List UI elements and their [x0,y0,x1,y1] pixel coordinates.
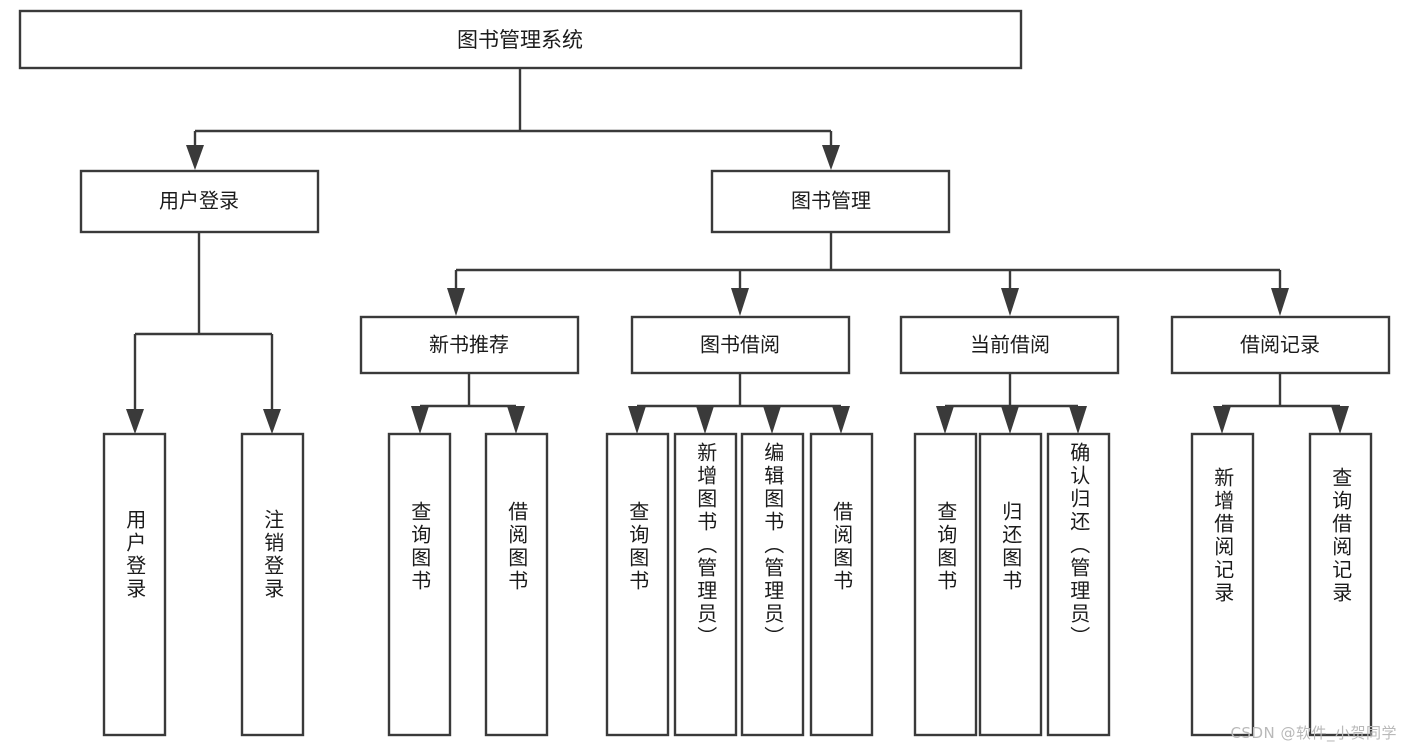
node-book-manage[interactable]: 图书管理 [710,169,951,234]
node-root-box[interactable] [18,9,1023,70]
leaf-add-book-box[interactable] [673,432,738,737]
node-user-login[interactable]: 用户登录 [79,169,320,234]
node-borrow-record[interactable]: 借阅记录 [1170,315,1391,375]
arrowhead-book-borrow [731,288,749,316]
leaf-return-book-box[interactable] [978,432,1043,737]
node-root-label: 图书管理系统 [457,28,583,52]
node-user-login-box[interactable] [79,169,320,234]
leaf-query-book-3-box[interactable] [913,432,978,737]
leaf-query-record-box[interactable] [1308,432,1373,737]
node-book-manage-label: 图书管理 [791,189,871,213]
arrowhead-current-borrow [1001,288,1019,316]
node-borrow-record-label: 借阅记录 [1240,333,1320,357]
arrowhead-leaf-query-book-2 [628,406,646,434]
leaf-boxes [102,432,1373,737]
node-borrow-record-box[interactable] [1170,315,1391,375]
leaf-edit-book-box[interactable] [740,432,805,737]
node-book-manage-box[interactable] [710,169,951,234]
arrowhead-leaf-query-book-3 [936,406,954,434]
leaf-confirm-return-box[interactable] [1046,432,1111,737]
node-new-book-recommend[interactable]: 新书推荐 [359,315,580,375]
arrowhead-borrow-record [1271,288,1289,316]
csdn-watermark: CSDN @软件_小贺同学 [1230,724,1397,742]
arrowhead-book-manage [822,145,840,170]
connectors [126,68,1349,434]
arrowhead-leaf-query-record [1331,406,1349,434]
leaf-user-login-box[interactable] [102,432,167,737]
arrowhead-leaf-return-book [1001,406,1019,434]
node-book-borrow-label: 图书借阅 [700,333,780,357]
arrowhead-leaf-user-login [126,409,144,434]
node-current-borrow[interactable]: 当前借阅 [899,315,1120,375]
node-new-book-recommend-label: 新书推荐 [429,333,509,357]
node-current-borrow-box[interactable] [899,315,1120,375]
arrowhead-leaf-add-record [1213,406,1231,434]
arrowhead-leaf-user-logout [263,409,281,434]
arrowhead-leaf-query-book-1 [411,406,429,434]
arrowhead-leaf-borrow-book-2 [832,406,850,434]
leaf-borrow-book-1-box[interactable] [484,432,549,737]
arrowhead-leaf-edit-book [763,406,781,434]
arrowhead-leaf-add-book [696,406,714,434]
node-user-login-label: 用户登录 [159,189,239,213]
arrowhead-new-book-recommend [447,288,465,316]
leaf-query-book-2-box[interactable] [605,432,670,737]
arrowhead-leaf-borrow-book-1 [507,406,525,434]
node-root[interactable]: 图书管理系统 [18,9,1023,70]
leaf-user-logout-box[interactable] [240,432,305,737]
node-current-borrow-label: 当前借阅 [970,333,1050,357]
node-book-borrow[interactable]: 图书借阅 [630,315,851,375]
node-book-borrow-box[interactable] [630,315,851,375]
arrowhead-user-login [186,145,204,170]
node-new-book-recommend-box[interactable] [359,315,580,375]
leaf-add-record-box[interactable] [1190,432,1255,737]
leaf-query-book-1-box[interactable] [387,432,452,737]
leaf-borrow-book-2-box[interactable] [809,432,874,737]
arrowhead-leaf-confirm-return [1069,406,1087,434]
